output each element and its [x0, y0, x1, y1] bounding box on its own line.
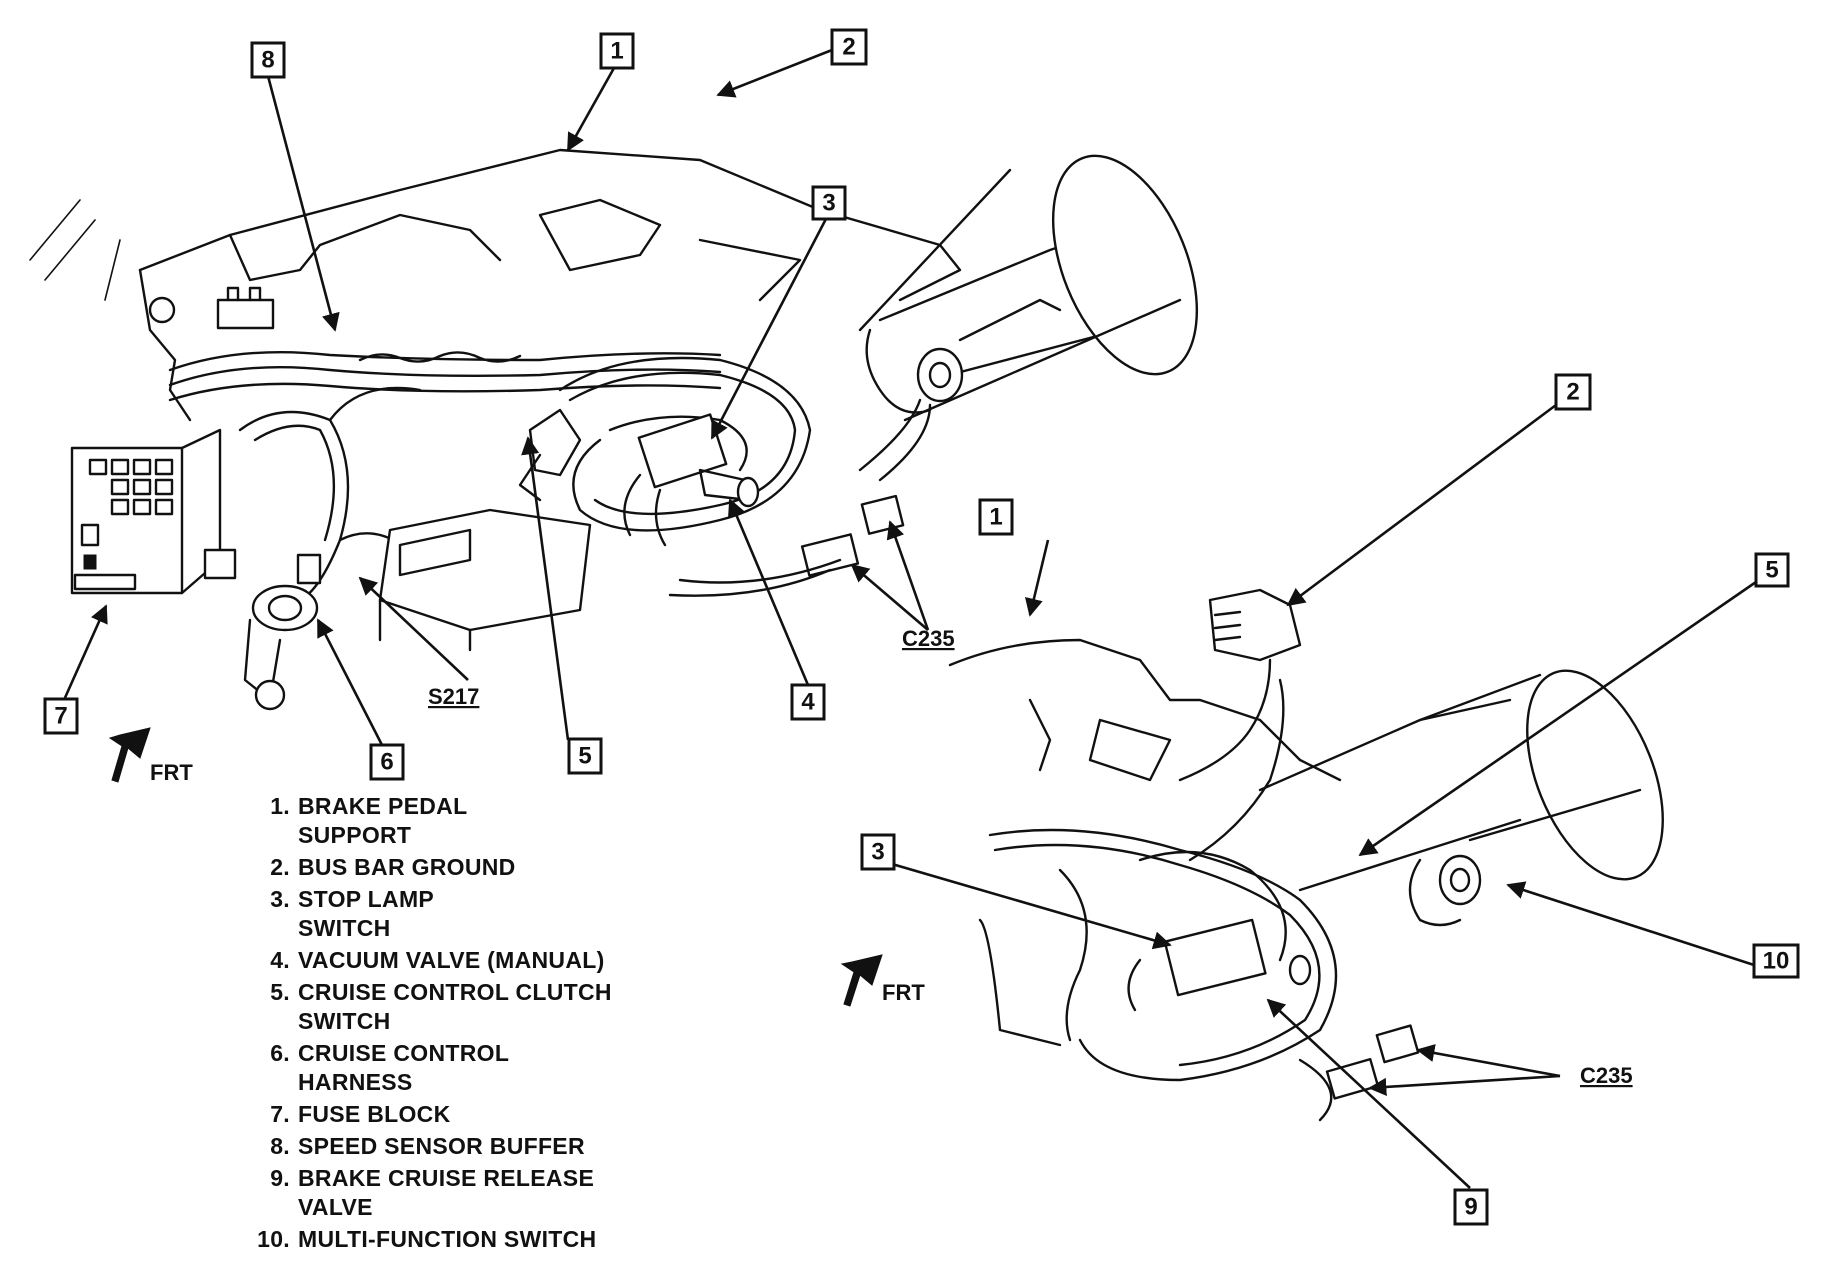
callout-left-4: 4	[790, 683, 826, 721]
legend-item: 10.MULTI-FUNCTION SWITCH	[257, 1226, 597, 1252]
callout-left-2: 2	[830, 28, 868, 66]
svg-text:8: 8	[261, 47, 274, 74]
legend-item: 9.BRAKE CRUISE RELEASE VALVE	[270, 1165, 595, 1220]
connector-label-c235-right: C235	[1580, 1063, 1633, 1088]
svg-text:1: 1	[610, 38, 623, 65]
connector-label-s217: S217	[428, 684, 479, 709]
frt-label-left: FRT	[150, 760, 193, 785]
svg-text:1: 1	[989, 504, 1002, 531]
svg-text:6: 6	[380, 749, 393, 776]
frt-arrow-right-icon	[840, 954, 883, 1007]
callout-right-1: 1	[978, 498, 1014, 536]
frt-label-right: FRT	[882, 980, 925, 1005]
callout-right-9: 9	[1453, 1188, 1489, 1226]
callout-right-3: 3	[860, 833, 896, 871]
fuse-block-cells	[73, 458, 174, 591]
legend-item: 1.BRAKE PEDAL SUPPORT	[270, 793, 468, 848]
callout-left-7: 7	[43, 697, 79, 735]
svg-text:7: 7	[54, 703, 67, 730]
leader-lines	[62, 48, 1757, 1189]
left-assembly	[29, 148, 1199, 711]
connector-label-c235-left: C235	[902, 626, 955, 651]
legend-item: 6.CRUISE CONTROL HARNESS	[270, 1040, 510, 1095]
legend-item: 3.STOP LAMP SWITCH	[270, 886, 435, 941]
right-assembly	[948, 588, 1664, 1122]
svg-text:3: 3	[871, 839, 884, 866]
callout-right-10: 10	[1752, 943, 1800, 979]
legend-item: 2.BUS BAR GROUND	[270, 854, 516, 880]
callout-left-3: 3	[811, 185, 847, 221]
svg-text:10: 10	[1763, 948, 1790, 975]
svg-text:9: 9	[1464, 1194, 1477, 1221]
legend-item: 4.VACUUM VALVE (MANUAL)	[270, 947, 605, 973]
parts-legend: 1.BRAKE PEDAL SUPPORT 2.BUS BAR GROUND 3…	[252, 792, 672, 1257]
legend-item: 7.FUSE BLOCK	[270, 1101, 451, 1127]
svg-text:2: 2	[842, 34, 855, 61]
callout-right-5: 5	[1754, 552, 1790, 588]
svg-text:5: 5	[578, 743, 591, 770]
callout-left-5: 5	[567, 737, 603, 775]
legend-item: 5.CRUISE CONTROL CLUTCH SWITCH	[270, 979, 612, 1034]
svg-text:3: 3	[822, 190, 835, 217]
legend-item: 8.SPEED SENSOR BUFFER	[270, 1133, 585, 1159]
svg-text:2: 2	[1566, 379, 1579, 406]
callout-right-2: 2	[1554, 373, 1592, 411]
svg-text:4: 4	[801, 689, 815, 716]
svg-text:5: 5	[1765, 557, 1778, 584]
frt-arrow-left-icon	[108, 727, 151, 783]
callout-left-1: 1	[599, 32, 635, 70]
callout-left-8: 8	[250, 41, 286, 79]
callout-left-6: 6	[369, 743, 405, 781]
